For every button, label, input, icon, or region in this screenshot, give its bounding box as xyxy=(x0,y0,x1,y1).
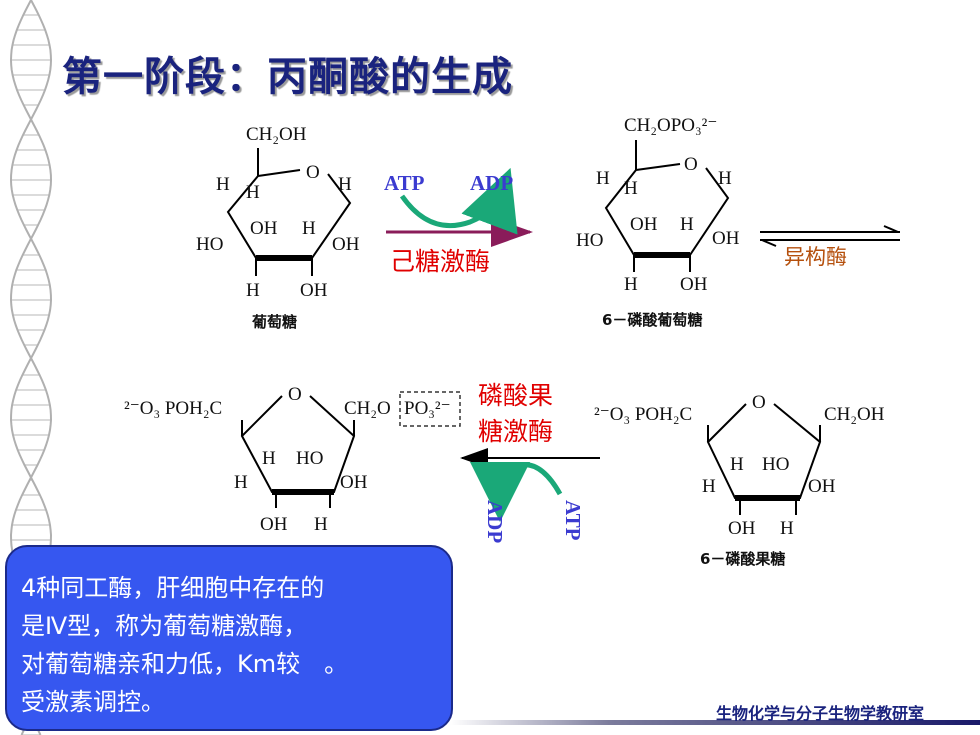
note-line-1: 4种同工酶，肝细胞中存在的 xyxy=(21,574,325,602)
glucose-structure: CH₂OH O H H H HO OH H OH H OH 葡萄糖 xyxy=(196,124,360,331)
g6p-ho: HO xyxy=(576,230,603,251)
adp-label-2: ADP xyxy=(483,500,507,543)
adp-label-1: ADP xyxy=(470,171,513,195)
f16bp-h-inner: H xyxy=(262,448,276,469)
note-line-4: 受激素调控。 xyxy=(21,688,165,716)
f16bp-left-group: ²⁻O₃ POH₂C xyxy=(124,398,222,419)
slide-title: 第一阶段：丙酮酸的生成 xyxy=(62,54,513,100)
f16bp-right-a: CH₂O xyxy=(344,398,391,419)
isozyme-note-box: 4种同工酶，肝细胞中存在的 是Ⅳ型，称为葡萄糖激酶， 对葡萄糖亲和力低，Km较 … xyxy=(5,545,453,731)
glucose-ch2oh: CH₂OH xyxy=(246,124,307,145)
f16bp-h-bottom: H xyxy=(314,514,328,535)
f6p-h-inner: H xyxy=(730,454,744,475)
f6p-structure: ²⁻O₃ POH₂C CH₂OH O H HO H OH OH H 6－磷酸果糖 xyxy=(594,392,885,568)
glucose-h-mid: H xyxy=(302,218,316,239)
hexokinase-step: ATP ADP 己糖激酶 xyxy=(384,167,533,276)
f16bp-ring-o: O xyxy=(288,384,302,405)
g6p-ring-o: O xyxy=(684,154,698,175)
g6p-h-mid: H xyxy=(680,214,694,235)
f16bp-oh-bottom: OH xyxy=(260,514,288,535)
isomerase-step: 异构酶 xyxy=(760,225,900,269)
f6p-h-outer: H xyxy=(702,476,716,497)
f6p-oh-bottom: OH xyxy=(728,518,756,539)
glucose-h3: H xyxy=(338,174,352,195)
f16bp-oh-right: OH xyxy=(340,472,368,493)
f6p-right-group: CH₂OH xyxy=(824,404,885,425)
glucose-h2: H xyxy=(246,182,260,203)
g6p-top-group: CH₂OPO₃²⁻ xyxy=(624,115,717,136)
f6p-h-bottom: H xyxy=(780,518,794,539)
isomerase-label: 异构酶 xyxy=(784,245,847,269)
f16bp-right-b: PO₃²⁻ xyxy=(404,398,451,419)
glucose-h-bottom: H xyxy=(246,280,260,301)
note-line-3: 对葡萄糖亲和力低，Km较 。 xyxy=(21,650,349,678)
f16bp-h-outer: H xyxy=(234,472,248,493)
g6p-h3: H xyxy=(718,168,732,189)
f6p-ho-inner: HO xyxy=(762,454,789,475)
g6p-oh-right: OH xyxy=(712,228,740,249)
pfk-label-line2: 糖激酶 xyxy=(478,417,553,446)
glucose-oh-right: OH xyxy=(332,234,360,255)
f16bp-structure: ²⁻O₃ POH₂C CH₂O PO₃²⁻ O H HO H OH OH H xyxy=(124,384,461,535)
f6p-name: 6－磷酸果糖 xyxy=(700,550,785,568)
f6p-left-group: ²⁻O₃ POH₂C xyxy=(594,404,692,425)
g6p-structure: CH₂OPO₃²⁻ O H H H HO OH H OH H OH 6－磷酸葡萄… xyxy=(576,115,740,329)
glucose-oh-bottom: OH xyxy=(300,280,328,301)
glucose-name: 葡萄糖 xyxy=(251,313,297,331)
note-line-2: 是Ⅳ型，称为葡萄糖激酶， xyxy=(21,612,308,640)
atp-label-1: ATP xyxy=(384,171,425,195)
f16bp-ho-inner: HO xyxy=(296,448,323,469)
footer-department: 生物化学与分子生物学教研室 xyxy=(715,704,924,723)
g6p-h2: H xyxy=(624,178,638,199)
g6p-oh-bottom: OH xyxy=(680,274,708,295)
hexokinase-label: 己糖激酶 xyxy=(390,247,490,276)
glucose-oh-mid: OH xyxy=(250,218,278,239)
g6p-name: 6－磷酸葡萄糖 xyxy=(602,311,702,329)
g6p-oh-mid: OH xyxy=(630,214,658,235)
glucose-ring-o: O xyxy=(306,162,320,183)
atp-label-2: ATP xyxy=(561,500,585,541)
pfk-label-line1: 磷酸果 xyxy=(478,381,553,410)
glucose-h1: H xyxy=(216,174,230,195)
glucose-ho: HO xyxy=(196,234,223,255)
g6p-h1: H xyxy=(596,168,610,189)
f6p-oh-right: OH xyxy=(808,476,836,497)
g6p-h-bottom: H xyxy=(624,274,638,295)
pfk-step: 磷酸果 糖激酶 ADP ATP xyxy=(460,381,600,543)
f6p-ring-o: O xyxy=(752,392,766,413)
footer-divider xyxy=(450,720,980,725)
